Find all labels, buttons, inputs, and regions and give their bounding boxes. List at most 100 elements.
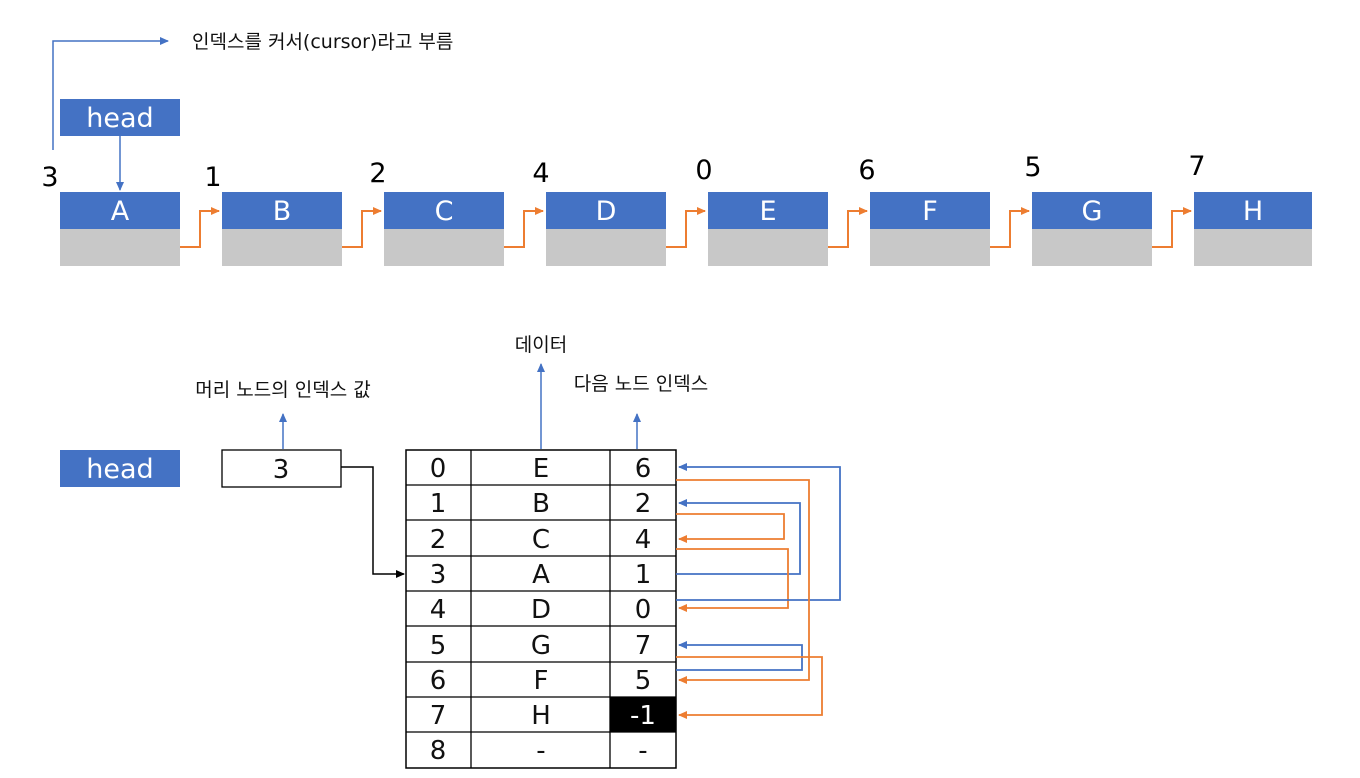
list-node: 0 E [695,155,828,266]
list-node: 2 C [369,158,504,266]
node-link-arrow [666,207,706,248]
array-representation: head 3 머리 노드의 인덱스 값 데이터 다음 노드 인덱스 [60,334,841,769]
array-head-box [60,450,180,487]
head-to-row-arrow [341,466,405,578]
list-node: 3 A [41,162,180,266]
node-link-arrow [504,207,544,248]
node-data-cell [60,192,180,229]
list-node: 5 G [1024,152,1152,266]
node-letter: E [759,196,776,227]
node-data-cell [546,192,666,229]
row-next: 1 [635,560,652,590]
row-data: B [532,489,550,519]
node-link-arrow [342,207,382,248]
node-link-cell [384,229,504,266]
node-index: 6 [858,155,875,186]
array-head-label: head [86,454,153,485]
node-index: 5 [1024,152,1041,183]
row-data: C [532,525,550,555]
node-link-cell [708,229,828,266]
node-data-cell [1194,192,1312,229]
node-link-cell [870,229,990,266]
table-row: 4 D 0 [430,595,652,625]
row-index: 5 [430,631,447,661]
node-data-cell [870,192,990,229]
row-index: 4 [430,595,447,625]
node-letter: A [111,196,130,227]
node-link-cell [1194,229,1312,266]
row-data: F [534,666,549,696]
list-node: 4 D [532,158,666,266]
row-next: 4 [635,525,652,555]
node-letter: D [596,196,617,227]
row-index: 0 [430,454,447,484]
cursor-caption: 인덱스를 커서(cursor)라고 부름 [192,31,453,53]
row-index: 7 [430,701,447,731]
row-data: H [531,701,551,731]
node-letter: B [273,196,292,227]
top-linked-list: 인덱스를 커서(cursor)라고 부름 head 3 A 1 B 2 C [41,31,1312,266]
node-link-arrow [828,207,868,248]
row-next: 5 [635,666,652,696]
node-letter: F [922,196,938,227]
row-next: -1 [630,701,656,731]
row-index: 1 [430,489,447,519]
row-index: 3 [430,560,447,590]
head-value: 3 [273,455,290,485]
row-next: 0 [635,595,652,625]
row-data: - [536,736,545,766]
node-index: 3 [41,162,58,193]
list-node: 7 H [1188,151,1312,266]
head-value-cell [221,449,342,488]
link-arrow [676,479,810,684]
node-letter: G [1082,196,1103,227]
row-next: 7 [635,631,652,661]
row-data: D [531,595,551,625]
link-arrow [676,513,785,543]
table-row: 2 C 4 [430,525,652,555]
row-index: 8 [430,736,447,766]
table-row: 1 B 2 [430,489,652,519]
table-row: 6 F 5 [430,666,652,696]
link-arrow [676,548,789,612]
row-index: 6 [430,666,447,696]
node-index: 1 [204,162,221,193]
node-link-cell [1032,229,1152,266]
node-link-cell [60,229,180,266]
node-letter: C [435,196,454,227]
node-index: 0 [695,155,712,186]
node-letter: H [1243,196,1263,227]
row-data: G [531,631,551,661]
table-row: 0 E 6 [430,454,652,484]
row-data: E [533,454,549,484]
row-data: A [532,560,550,590]
list-node: 1 B [204,162,342,266]
head-label: head [86,103,153,134]
link-arrow [676,463,841,601]
node-array-table: 0 E 6 1 B 2 2 C 4 3 A 1 [405,449,677,769]
node-link-cell [222,229,342,266]
end-marker-cell [610,697,676,732]
data-caption: 데이터 [515,334,567,356]
table-row: 3 A 1 [430,560,652,590]
node-index: 2 [369,158,386,189]
row-next: - [638,736,647,766]
link-arrow [676,656,823,719]
node-data-cell [1032,192,1152,229]
cursor-caption-arrow [52,37,169,150]
row-next: 2 [635,489,652,519]
node-link-cell [546,229,666,266]
node-link-arrow [1152,207,1192,248]
node-data-cell [222,192,342,229]
head-caption: 머리 노드의 인덱스 값 [195,379,370,401]
list-node: 6 F [858,155,990,266]
table-row: 7 H -1 [430,701,656,731]
next-caption: 다음 노드 인덱스 [574,373,708,395]
node-link-arrow [990,207,1030,248]
node-link-arrow [180,207,220,248]
node-index: 7 [1188,151,1205,182]
row-index: 2 [430,525,447,555]
node-data-cell [384,192,504,229]
head-box [60,99,180,136]
